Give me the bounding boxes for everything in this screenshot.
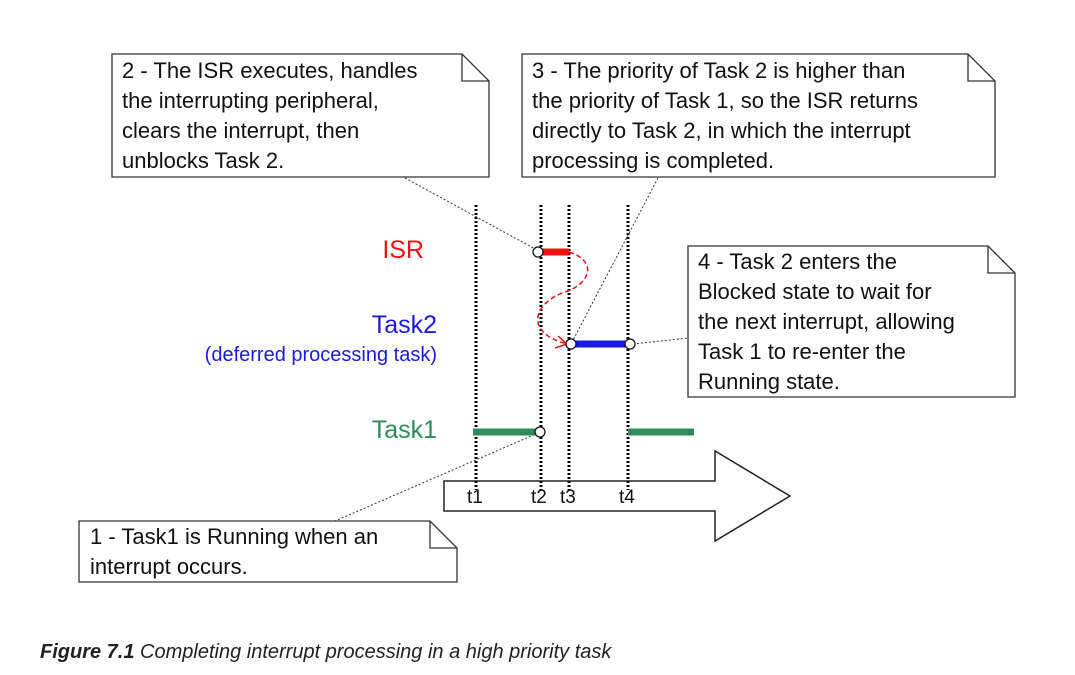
- tick-label-t1: t1: [467, 487, 483, 508]
- lane-label-task1: Task1: [371, 416, 437, 444]
- tick-label-t2: t2: [531, 487, 547, 508]
- leader-line-note1: [334, 432, 539, 522]
- leader-line-note3: [570, 177, 659, 345]
- lane-label-task2-subtitle: (deferred processing task): [204, 344, 437, 366]
- leader-line-note2: [404, 177, 538, 251]
- tick-label-t3: t3: [560, 487, 576, 508]
- note-box-4: [687, 245, 1016, 398]
- time-axis-arrow: [443, 449, 792, 543]
- figure-caption-text: Completing interrupt processing in a hig…: [134, 641, 612, 663]
- task2-end-marker: [624, 338, 636, 350]
- leader-line-note4: [632, 337, 689, 345]
- isr-start-marker: [532, 246, 544, 258]
- note-1-text: 1 - Task1 is Running when an interrupt o…: [90, 524, 379, 579]
- figure-caption: Figure 7.1 Completing interrupt processi…: [40, 641, 611, 664]
- figure-caption-label: Figure 7.1: [40, 641, 135, 663]
- note-box-2: [111, 53, 490, 178]
- note-4-text: 4 - Task 2 enters the Blocked state to w…: [698, 249, 955, 394]
- note-3-text: 3 - The priority of Task 2 is higher tha…: [532, 58, 918, 173]
- note-box-1: [78, 520, 458, 583]
- isr-return-path: [536, 251, 589, 345]
- task2-start-marker: [565, 338, 577, 350]
- note-box-3: [521, 53, 996, 178]
- lane-label-task2: Task2: [371, 311, 437, 339]
- lane-label-isr: ISR: [382, 236, 424, 264]
- note-2-text: 2 - The ISR executes, handles the interr…: [122, 58, 418, 173]
- task1-interrupt-marker: [534, 426, 546, 438]
- tick-label-t4: t4: [619, 487, 635, 508]
